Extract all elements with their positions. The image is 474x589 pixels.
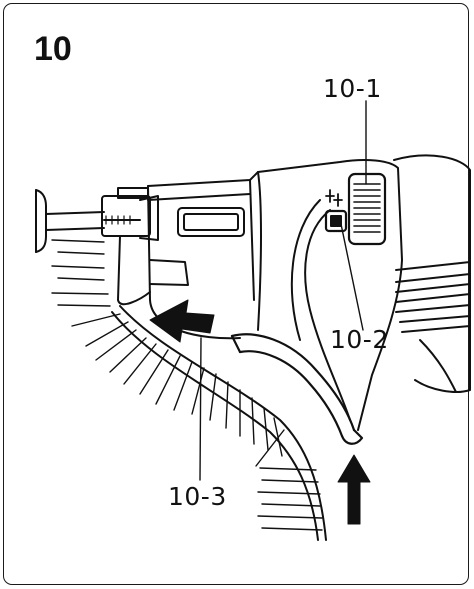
callout-lock: 10-2 [330,325,389,354]
slide-arrow [149,299,215,343]
callout-feed-guide: 10-3 [168,482,227,511]
callout-leaders [199,100,367,481]
callout-adjuster: 10-1 [323,74,382,103]
adjustment-wheel [347,172,387,246]
push-up-arrow [337,454,371,525]
screw-belt [51,239,327,541]
motor-body [393,154,471,393]
step-number: 10 [34,30,72,68]
attachment-housing [147,159,403,431]
nose-piece [35,187,189,306]
belt-guide [230,333,364,445]
lock-button [324,189,348,233]
